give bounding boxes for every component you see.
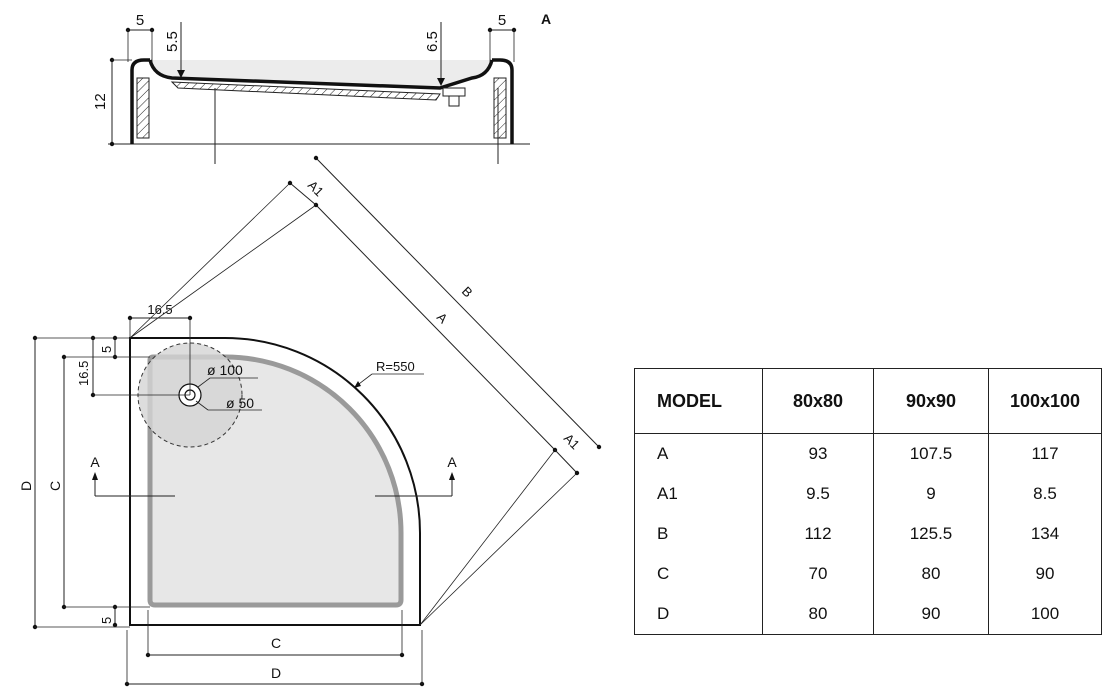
section-dim-slope-left: 5.5 — [164, 31, 181, 52]
c-horizontal-label: C — [271, 635, 281, 651]
header-100x100: 100x100 — [988, 368, 1102, 434]
row-label: A1 — [634, 474, 763, 514]
d-horizontal-label: D — [271, 665, 281, 681]
a1-top-label: A1 — [305, 178, 327, 200]
table-cell: 9.5 — [762, 474, 874, 514]
row-label: D — [634, 594, 763, 635]
section-view: 5 5 5.5 6.5 12 A — [92, 11, 551, 164]
d-vertical-label: D — [18, 481, 34, 491]
section-dim-left: 5 — [136, 12, 144, 29]
row-label: B — [634, 514, 763, 554]
table-cell: 125.5 — [873, 514, 989, 554]
table-cell: 90 — [988, 554, 1102, 594]
table-row: C 70 80 90 — [634, 554, 1102, 594]
model-dimensions-table: MODEL 80x80 90x90 100x100 A 93 107.5 117… — [634, 368, 1102, 635]
row-label: A — [634, 433, 763, 474]
a-diagonal-label: A — [434, 310, 451, 327]
header-80x80: 80x80 — [762, 368, 874, 434]
table-cell: 107.5 — [873, 433, 989, 474]
section-dim-slope-right: 6.5 — [424, 31, 441, 52]
drain-outer-label: ø 100 — [207, 362, 243, 378]
table-cell: 80 — [873, 554, 989, 594]
table-row: A 93 107.5 117 — [634, 433, 1102, 474]
section-dim-right: 5 — [498, 12, 506, 29]
gap-bottom-label: 5 — [99, 617, 114, 624]
table-row: D 80 90 100 — [634, 594, 1102, 635]
table-cell: 112 — [762, 514, 874, 554]
drain-inner-label: ø 50 — [226, 395, 254, 411]
header-90x90: 90x90 — [873, 368, 989, 434]
section-label: A — [541, 11, 551, 27]
b-diagonal-label: B — [459, 284, 476, 301]
table-header-row: MODEL 80x80 90x90 100x100 — [634, 368, 1102, 434]
offset-side-label: 16.5 — [76, 361, 91, 386]
section-dim-height: 12 — [92, 93, 109, 110]
header-model: MODEL — [634, 368, 763, 434]
section-mark-right: A — [447, 454, 457, 470]
table-cell: 134 — [988, 514, 1102, 554]
table-cell: 9 — [873, 474, 989, 514]
table-cell: 70 — [762, 554, 874, 594]
table-cell: 100 — [988, 594, 1102, 635]
plan-view: ø 100 ø 50 16.5 16.5 5 5 C — [18, 155, 602, 687]
table-row: B 112 125.5 134 — [634, 514, 1102, 554]
table-cell: 90 — [873, 594, 989, 635]
table-cell: 117 — [988, 433, 1102, 474]
a1-right-label: A1 — [561, 431, 583, 453]
c-vertical-label: C — [47, 481, 63, 491]
table-cell: 93 — [762, 433, 874, 474]
table-cell: 8.5 — [988, 474, 1102, 514]
row-label: C — [634, 554, 763, 594]
gap-top-label: 5 — [99, 346, 114, 353]
section-mark-left: A — [90, 454, 100, 470]
offset-top-label: 16.5 — [147, 302, 172, 317]
table-row: A1 9.5 9 8.5 — [634, 474, 1102, 514]
radius-label: R=550 — [376, 359, 415, 374]
table-cell: 80 — [762, 594, 874, 635]
